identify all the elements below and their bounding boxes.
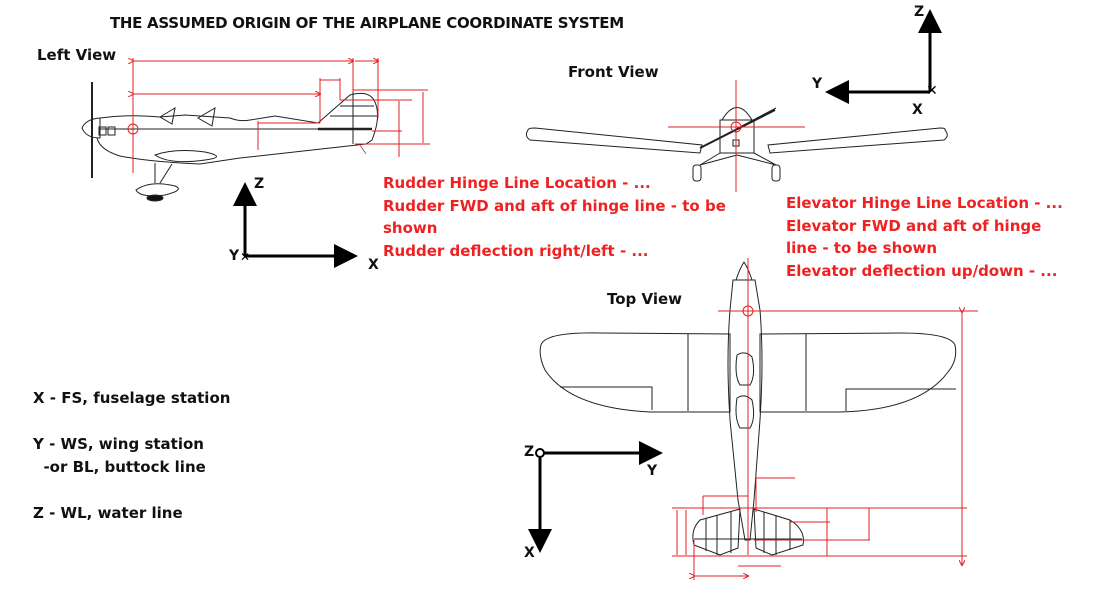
top-view-airplane	[539, 261, 957, 556]
legend-y-alt: -or BL, buttock line	[33, 458, 206, 476]
wheel-fairing	[135, 183, 179, 197]
legend-x: X - FS, fuselage station	[33, 389, 231, 407]
top-view-label: Top View	[607, 290, 683, 308]
x-axis-into-page-icon: ✕	[926, 83, 938, 99]
left-stabilizer	[692, 508, 741, 556]
elevator-hinge-note: Elevator Hinge Line Location - ...	[786, 194, 1063, 212]
fuselage-top	[727, 279, 763, 541]
left-wing-top	[539, 332, 731, 413]
elevator-fwd-aft-note-cont: line - to be shown	[786, 239, 938, 257]
front-view-z-label: Z	[914, 4, 925, 20]
front-view-label: Front View	[568, 63, 659, 81]
z-axis-out-of-page-icon	[535, 448, 545, 458]
top-view-x-label: X	[524, 545, 535, 561]
top-view-axes	[528, 441, 663, 553]
elevator-fwd-aft-note: Elevator FWD and aft of hinge	[786, 216, 1042, 235]
rudder-deflection-note: Rudder deflection right/left - ...	[383, 241, 649, 260]
rudder-notes: Rudder Hinge Line Location - ... Rudder …	[383, 172, 726, 262]
legend-z: Z - WL, water line	[33, 504, 183, 522]
top-view-z-label: Z	[524, 444, 535, 460]
top-view-dimensions	[672, 258, 978, 580]
rudder-fwd-aft-note-cont: shown	[383, 219, 438, 237]
legend-y: Y - WS, wing station	[33, 435, 204, 453]
left-view-x-label: X	[368, 257, 379, 273]
y-axis-into-page-icon: ✕	[240, 250, 250, 264]
front-view-y-label: Y	[812, 76, 823, 92]
left-view-z-label: Z	[254, 176, 265, 192]
right-stabilizer	[753, 508, 804, 556]
left-wing	[525, 127, 703, 154]
left-view-airplane	[81, 82, 378, 202]
top-view-y-label: Y	[647, 463, 658, 479]
front-view-x-label: X	[912, 102, 923, 118]
left-view-y-label: Y	[229, 248, 240, 264]
left-view-axes	[233, 182, 358, 268]
front-view-dimensions	[668, 80, 805, 192]
front-view-airplane	[525, 107, 948, 182]
rudder-fwd-aft-note: Rudder FWD and aft of hinge line - to be	[383, 196, 726, 215]
elevator-notes: Elevator Hinge Line Location - ... Eleva…	[786, 192, 1063, 282]
diagram-title: THE ASSUMED ORIGIN OF THE AIRPLANE COORD…	[110, 14, 624, 32]
spinner	[81, 117, 101, 139]
right-wing	[767, 127, 948, 154]
elevator-deflection-note: Elevator deflection up/down - ...	[786, 261, 1058, 280]
left-view-dimensions	[127, 58, 430, 173]
front-view-axes	[825, 9, 942, 104]
right-wing-top	[759, 332, 957, 413]
wing-profile	[153, 150, 217, 163]
left-view-label: Left View	[37, 46, 117, 64]
rudder-hinge-note: Rudder Hinge Line Location - ...	[383, 174, 651, 192]
